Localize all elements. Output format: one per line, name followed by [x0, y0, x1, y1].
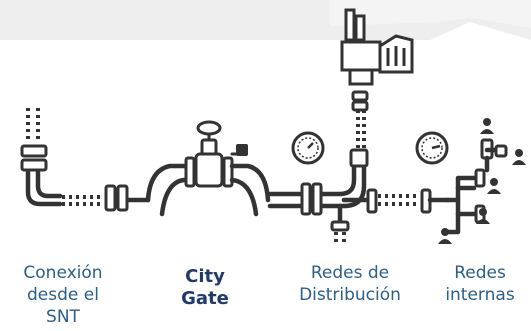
pressure-gauge-icon — [291, 131, 325, 165]
label-redes-distribucion: Redes de Distribución — [280, 262, 420, 306]
pressure-gauge-icon — [415, 131, 449, 165]
label-conexion: Conexión desde el SNT — [8, 262, 118, 328]
label-line: Gate — [181, 288, 229, 309]
label-line: desde el — [27, 285, 99, 305]
label-line: City — [185, 266, 225, 287]
label-line: Redes — [454, 263, 506, 283]
pipe-connection-icon — [20, 108, 151, 212]
valve-icon — [145, 120, 271, 217]
factory-icon — [340, 8, 414, 86]
top-banner — [0, 0, 531, 40]
label-city-gate: City Gate — [160, 266, 250, 310]
internal-network — [441, 138, 508, 235]
label-line: Redes de — [310, 263, 390, 283]
label-line: SNT — [46, 307, 80, 327]
label-line: internas — [445, 285, 515, 305]
label-line: Distribución — [299, 285, 401, 305]
person-icon — [438, 118, 526, 244]
distribution-network — [267, 90, 451, 246]
label-line: Conexión — [23, 263, 103, 283]
label-redes-internas: Redes internas — [430, 262, 530, 306]
